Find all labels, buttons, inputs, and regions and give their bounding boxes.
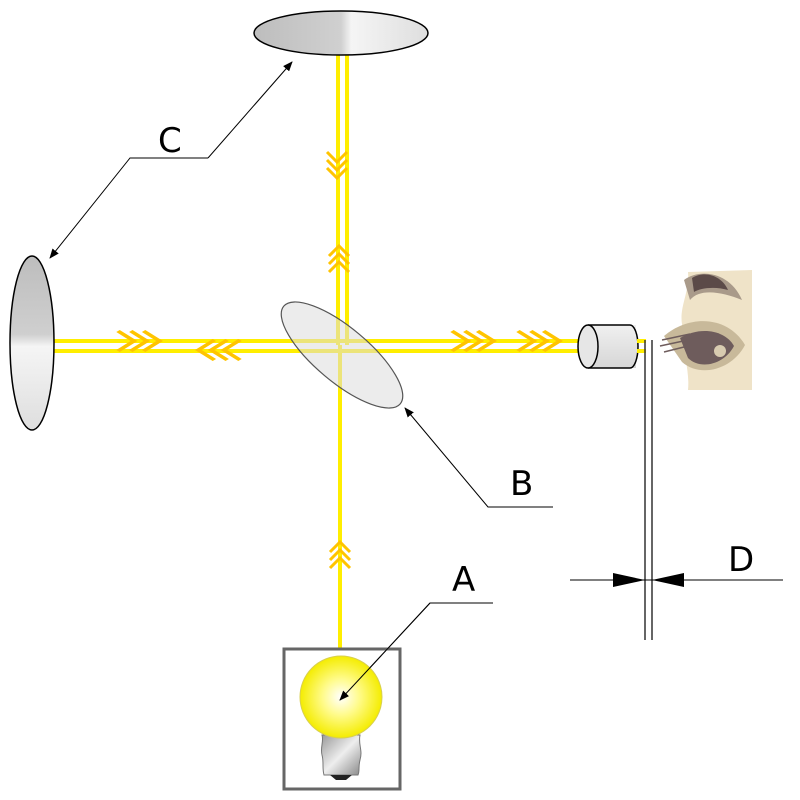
label-leader-lines <box>49 61 553 701</box>
label-b: B <box>510 464 534 504</box>
left-mirror <box>9 255 55 431</box>
light-source <box>282 602 431 791</box>
gap-dimension-d <box>570 573 783 587</box>
beam-splitter <box>280 301 404 409</box>
label-a: A <box>452 560 476 600</box>
top-mirror <box>253 10 429 56</box>
detector-lens <box>577 324 646 369</box>
label-c: C <box>158 121 182 161</box>
observer-eye-icon <box>659 270 752 390</box>
screen-plates <box>644 340 653 640</box>
label-d: D <box>728 540 755 580</box>
